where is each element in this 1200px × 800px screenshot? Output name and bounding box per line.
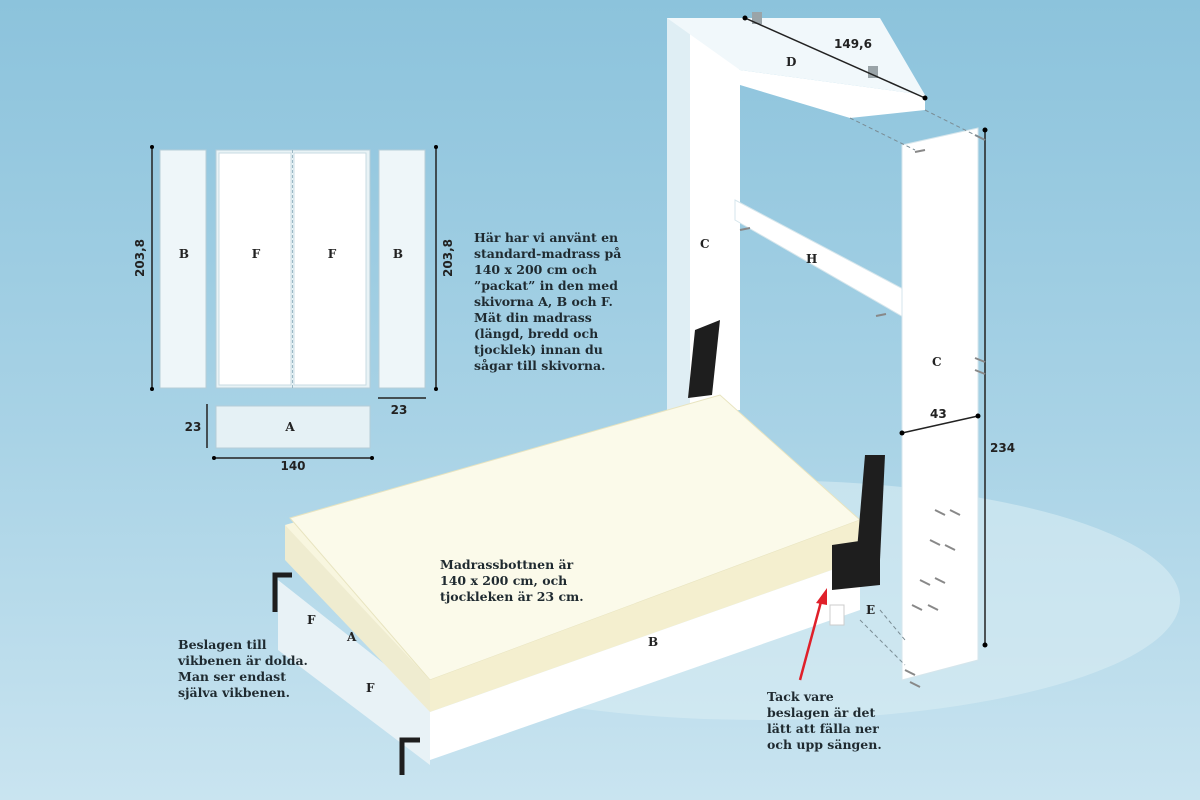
mattress-note: Här har vi använt en standard-madrass på… <box>474 230 622 373</box>
label-e: E <box>866 603 875 617</box>
dim-a-height: 23 <box>185 420 202 434</box>
fold-leg <box>272 572 292 612</box>
label-b-left: B <box>179 247 189 261</box>
panel-b-side <box>430 560 860 760</box>
label-f-left: F <box>252 247 261 261</box>
hinge-bracket <box>688 320 720 398</box>
hinge-bracket <box>856 455 885 562</box>
panel-b-left <box>159 149 207 389</box>
dim-left-height: 203,8 <box>133 239 147 277</box>
label-c-left: C <box>700 237 710 251</box>
label-b-right: B <box>393 247 403 261</box>
panel-f-a-end <box>278 580 430 765</box>
panel-c-left <box>690 18 740 415</box>
label-f-right: F <box>328 247 337 261</box>
panel-f-left <box>218 152 292 386</box>
dim-b-width: 23 <box>391 403 408 417</box>
panel-b-right <box>378 149 426 389</box>
label-b-side: B <box>648 635 658 649</box>
label-c-right: C <box>932 355 942 369</box>
panel-d <box>740 70 925 118</box>
panel-e <box>829 604 845 626</box>
base-note: Madrassbottnen är 140 x 200 cm, och tjoc… <box>440 557 584 604</box>
dim-c-width: 43 <box>930 407 947 421</box>
panel-a <box>215 405 371 449</box>
panel-d-top <box>667 18 925 95</box>
dim-d-length: 149,6 <box>834 37 872 51</box>
dim-right-height: 203,8 <box>441 239 455 277</box>
legs-note: Beslagen till vikbenen är dolda. Man ser… <box>178 637 308 700</box>
hardware-note: Tack vare beslagen är det lätt att fälla… <box>767 689 882 752</box>
dim-a-width: 140 <box>280 459 305 473</box>
cabinet-frame: C D H C 149,6 43 234 <box>667 12 1015 688</box>
panel-f-right <box>293 152 367 386</box>
label-a: A <box>284 420 295 434</box>
label-h: H <box>806 252 817 266</box>
label-a-end: A <box>346 630 357 644</box>
bed-base: B A F F E <box>272 320 885 775</box>
panel-c-right <box>901 127 979 681</box>
cut-list-plan: B F F B A 203,8 203,8 23 23 140 <box>133 145 455 473</box>
dim-c-height: 234 <box>990 441 1015 455</box>
label-f-end-bottom: F <box>366 681 375 695</box>
label-d: D <box>786 55 796 69</box>
red-arrow <box>798 597 824 681</box>
label-f-end-top: F <box>307 613 316 627</box>
panel-h <box>734 199 906 319</box>
fold-leg <box>399 737 420 775</box>
